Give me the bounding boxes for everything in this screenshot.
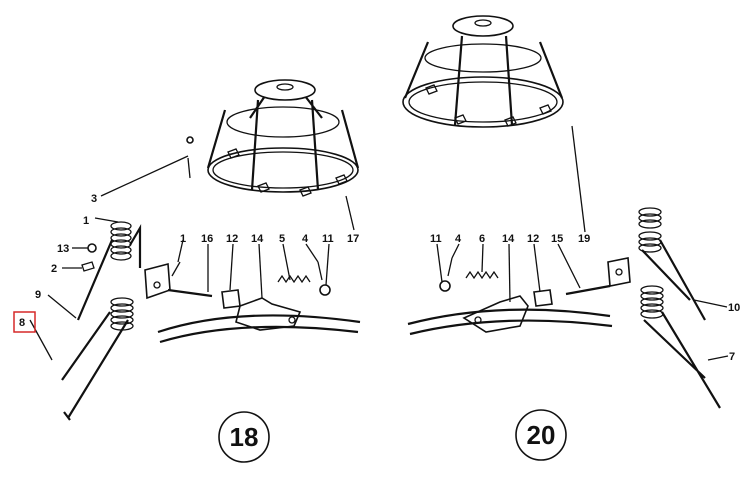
label-15: 15 (551, 233, 563, 245)
assembly-callout-left: 18 (218, 411, 270, 463)
cage-17 (206, 79, 360, 197)
label-7: 7 (729, 351, 735, 363)
label-6: 6 (479, 233, 485, 245)
label-1a: 1 (83, 215, 89, 227)
label-14a: 14 (251, 233, 264, 245)
right-tine-assembly (407, 207, 721, 409)
label-12a: 12 (226, 233, 238, 245)
cage-19 (402, 15, 564, 128)
label-19: 19 (578, 233, 590, 245)
label-17: 17 (347, 233, 359, 245)
label-12b: 12 (527, 233, 539, 245)
label-11a: 11 (322, 233, 334, 245)
label-4a: 4 (302, 233, 309, 245)
label-14b: 14 (502, 233, 515, 245)
label-10: 10 (728, 302, 740, 314)
label-1b: 1 (180, 233, 186, 245)
leader-lines (29, 125, 729, 361)
assembly-callout-right: 20 (515, 409, 567, 461)
assembly-number-right: 20 (527, 420, 556, 450)
label-4b: 4 (455, 233, 462, 245)
label-11b: 11 (430, 233, 442, 245)
assembly-number-left: 18 (230, 422, 259, 452)
part-labels: 1 2 3 13 9 8 1 16 12 14 5 4 11 17 11 4 6… (13, 193, 740, 363)
highlight-box (13, 311, 36, 333)
label-9: 9 (35, 289, 41, 301)
left-tine-assembly (61, 136, 361, 421)
label-5: 5 (279, 233, 285, 245)
label-2: 2 (51, 263, 57, 275)
label-16: 16 (201, 233, 213, 245)
label-3: 3 (91, 193, 97, 205)
label-13: 13 (57, 243, 69, 255)
label-8: 8 (19, 317, 25, 329)
